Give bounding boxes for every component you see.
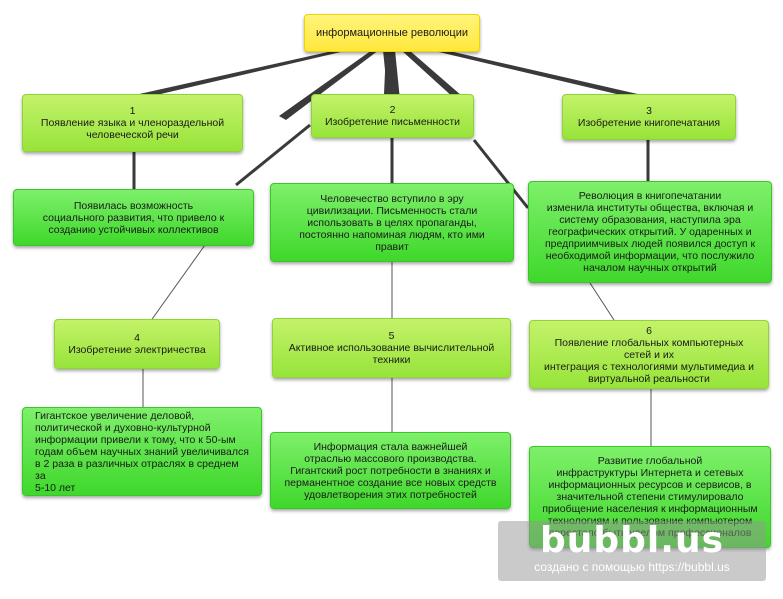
connector-4-line (235, 123, 311, 187)
revolution-2-description-node[interactable]: Человечество вступило в эру цивилизации.… (270, 183, 514, 262)
revolution-4-description: Гигантское увеличение деловой, политичес… (35, 409, 249, 494)
revolution-1-node[interactable]: 1 Появление языка и членораздельной чело… (22, 94, 243, 152)
root-label: информационные революции (315, 27, 469, 39)
revolution-6-node[interactable]: 6 Появление глобальных компьютерных сете… (529, 320, 769, 389)
revolution-1-number: 1 (129, 105, 136, 117)
revolution-3-description-node[interactable]: Революция в книгопечатании изменила инст… (528, 181, 772, 283)
revolution-6-title: Появление глобальных компьютерных сетей … (543, 336, 755, 385)
connector-root-1 (126, 48, 358, 100)
bubbl-logo: bubbl.us (539, 520, 724, 561)
revolution-4-node[interactable]: 4 Изобретение электричества (54, 319, 220, 369)
revolution-4-description-node[interactable]: Гигантское увеличение деловой, политичес… (22, 407, 262, 496)
connector-6-line (472, 139, 530, 209)
revolution-3-title: Изобретение книгопечатания (577, 117, 721, 129)
revolution-2-number: 2 (389, 104, 396, 116)
revolution-3-description: Революция в книгопечатании изменила инст… (544, 190, 756, 274)
revolution-5-number: 5 (388, 330, 395, 342)
revolution-2-node[interactable]: 2 Изобретение письменности (311, 94, 474, 138)
revolution-5-description-node[interactable]: Информация стала важнейшей отраслью масс… (270, 432, 511, 509)
connector-root-4 (279, 50, 379, 120)
revolution-5-node[interactable]: 5 Активное использование вычислительной … (272, 318, 511, 378)
revolution-2-title: Изобретение письменности (324, 116, 461, 128)
root-node[interactable]: информационные революции (304, 14, 480, 52)
revolution-1-description-node[interactable]: Появилась возможность социального развит… (13, 189, 254, 246)
revolution-1-description: Появилась возможность социального развит… (42, 199, 225, 236)
bubbl-watermark: bubbl.us создано с помощью https://bubbl… (498, 521, 766, 581)
connector-6-line-lower (589, 282, 615, 321)
revolution-2-description: Человечество вступило в эру цивилизации.… (299, 192, 485, 253)
revolution-4-number: 4 (134, 332, 140, 344)
revolution-6-number: 6 (646, 324, 652, 337)
revolution-5-description: Информация стала важнейшей отраслью масс… (284, 440, 497, 501)
connector-root-6 (401, 50, 462, 99)
connector-root-3 (422, 48, 651, 100)
revolution-5-title: Активное использование вычислительной те… (288, 342, 495, 366)
revolution-3-node[interactable]: 3 Изобретение книгопечатания (562, 94, 736, 140)
revolution-3-number: 3 (646, 105, 652, 117)
revolution-4-title: Изобретение электричества (68, 344, 206, 356)
connector-root-5 (384, 50, 393, 94)
connector-4-line-lower (149, 244, 206, 323)
revolution-1-title: Появление языка и членораздельной челове… (40, 117, 225, 141)
bubbl-caption: создано с помощью https://bubbl.us (534, 560, 730, 574)
